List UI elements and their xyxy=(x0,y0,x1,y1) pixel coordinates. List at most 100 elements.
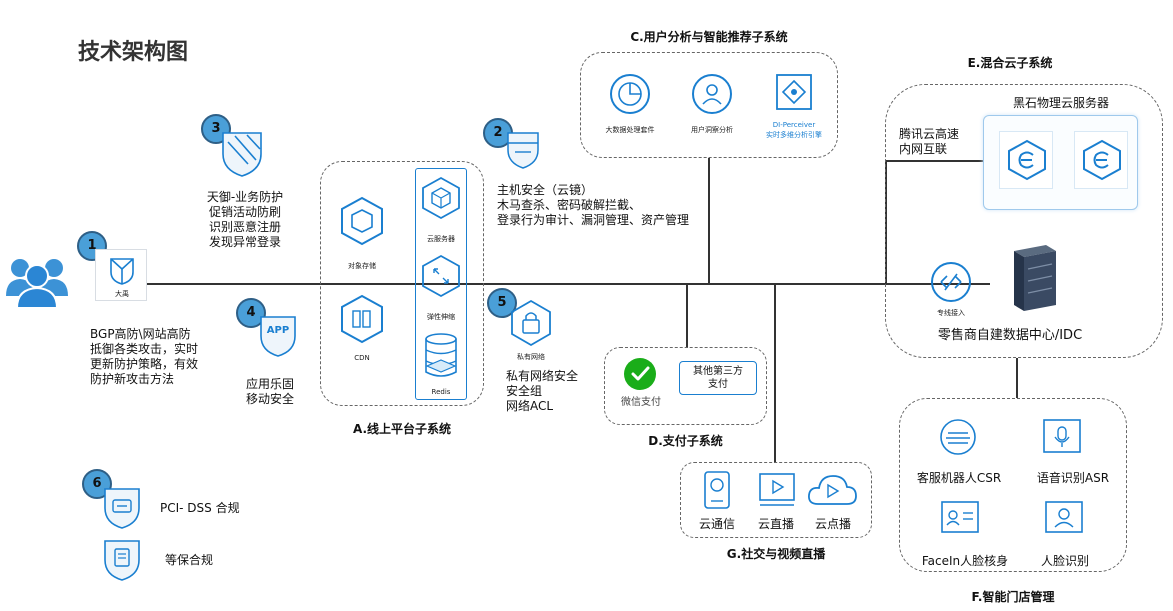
tianyu-desc-line: 识别恶意注册 xyxy=(208,220,281,234)
direct-connect-tile: 专线接入 xyxy=(926,258,976,318)
live-label: 云直播 xyxy=(757,517,794,531)
user-insight-tile: 用户洞察分析 xyxy=(684,68,740,140)
link-blackstone-line xyxy=(885,160,985,162)
tianyu-desc-line: 发现异常登录 xyxy=(208,235,281,249)
scaling-icon xyxy=(422,254,460,298)
dayu-desc-line: 抵御各类攻击，实时 xyxy=(90,342,199,356)
object-storage-label: 对象存储 xyxy=(348,262,376,270)
perceiver-tile: DI-Perceiver 实时多维分析引擎 xyxy=(764,68,824,148)
tencent-link-desc: 腾讯云高速 内网互联 xyxy=(899,127,959,157)
scaling-tile: 弹性伸缩 xyxy=(419,252,463,326)
database-icon xyxy=(425,333,457,377)
tianyu-shield-icon xyxy=(222,132,262,177)
blackstone-server-tile-2 xyxy=(1074,131,1128,189)
asr-label: 语音识别ASR xyxy=(1036,471,1110,485)
dengbao-label: 等保合规 xyxy=(165,553,214,567)
third-party-pay-line: 支付 xyxy=(708,379,728,390)
analytics-caption: C.用户分析与智能推荐子系统 xyxy=(630,30,788,44)
main-bus-line xyxy=(140,283,990,285)
link-payment-line xyxy=(686,283,688,348)
asr-mic-icon xyxy=(1043,419,1081,453)
private-network-line: 私有网络安全 xyxy=(506,369,579,383)
private-network-line: 安全组 xyxy=(506,384,543,398)
scaling-label: 弹性伸缩 xyxy=(427,313,455,321)
wechat-pay-icon xyxy=(624,358,656,390)
host-security-line: 登录行为审计、漏洞管理、资产管理 xyxy=(497,213,690,227)
cvm-label: 云服务器 xyxy=(427,235,455,243)
tianyu-desc-line: 促销活动防刷 xyxy=(208,205,281,219)
social-caption: G.社交与视频直播 xyxy=(726,547,826,561)
object-storage-tile: 对象存储 xyxy=(331,190,393,276)
cube-icon xyxy=(341,196,383,246)
perceiver-icon xyxy=(776,74,812,110)
dayu-desc-line: BGP高防\网站高防 xyxy=(90,327,191,341)
third-party-pay-box: 其他第三方 支付 xyxy=(679,361,757,395)
dayu-label: 大禹 xyxy=(115,290,129,298)
idc-server-rack-icon xyxy=(1014,245,1056,311)
app-shield-icon: APP xyxy=(258,314,298,358)
idc-label: 零售商自建数据中心/IDC xyxy=(937,328,1083,343)
redis-tile: Redis xyxy=(419,330,463,400)
hybrid-caption: E.混合云子系统 xyxy=(967,56,1053,70)
redis-label: Redis xyxy=(431,388,451,396)
platform-subsystem-box xyxy=(320,161,484,406)
link-social-line xyxy=(774,283,776,463)
im-icon xyxy=(704,471,730,509)
cdn-icon xyxy=(341,294,383,344)
link-store-line xyxy=(1016,358,1018,398)
csr-label: 客服机器人CSR xyxy=(916,471,1002,485)
vod-label: 云点播 xyxy=(814,517,851,531)
app-desc: 应用乐固 移动安全 xyxy=(246,377,294,407)
direct-connect-icon xyxy=(931,262,971,302)
store-caption: F.智能门店管理 xyxy=(971,590,1055,604)
blackstone-label: 黑石物理云服务器 xyxy=(1012,96,1109,110)
user-insight-icon xyxy=(692,74,732,114)
hybrid-subsystem-box xyxy=(885,84,1163,358)
private-network-line: 网络ACL xyxy=(506,399,554,413)
perceiver-label: DI-Perceiver xyxy=(772,121,816,129)
app-desc-line: 移动安全 xyxy=(246,392,295,406)
app-desc-line: 应用乐固 xyxy=(246,377,295,391)
social-subsystem-box xyxy=(680,462,872,538)
pci-shield-icon xyxy=(104,488,140,529)
private-network-desc: 私有网络安全 安全组 网络ACL xyxy=(506,369,578,414)
private-network-label: 私有网络 xyxy=(517,353,545,361)
dayu-desc-line: 防护新攻击方法 xyxy=(90,372,175,386)
facein-label: FaceIn人脸核身 xyxy=(921,554,1009,568)
pci-label: PCI- DSS 合规 xyxy=(160,501,240,515)
im-label: 云通信 xyxy=(698,517,735,531)
host-security-shield-icon xyxy=(507,132,539,169)
csr-robot-icon xyxy=(940,419,976,455)
host-security-desc: 主机安全（云镜） 木马查杀、密码破解拦截、 登录行为审计、漏洞管理、资产管理 xyxy=(497,183,689,228)
live-icon xyxy=(759,473,795,506)
blackstone-server-icon xyxy=(1083,139,1121,181)
server-cube-icon xyxy=(422,176,460,220)
cdn-label: CDN xyxy=(354,354,370,362)
bigdata-icon xyxy=(610,74,650,114)
direct-connect-label: 专线接入 xyxy=(937,309,965,317)
private-network-tile: 私有网络 xyxy=(503,295,559,363)
tianyu-desc: 天御-业务防护 促销活动防刷 识别恶意注册 发现异常登录 xyxy=(185,190,305,250)
host-security-line: 木马查杀、密码破解拦截、 xyxy=(497,198,642,212)
user-insight-label: 用户洞察分析 xyxy=(691,126,733,134)
dayu-desc: BGP高防\网站高防 抵御各类攻击，实时 更新防护策略，有效 防护新攻击方法 xyxy=(90,327,198,387)
app-icon-text: APP xyxy=(266,325,290,336)
store-subsystem-box xyxy=(899,398,1127,572)
payment-subsystem-box xyxy=(604,347,767,425)
tencent-link-line: 腾讯云高速 xyxy=(899,127,960,141)
blackstone-server-tile-1 xyxy=(999,131,1053,189)
users-icon xyxy=(6,259,68,309)
link-analytics-line xyxy=(708,158,710,284)
dayu-tile: 大禹 xyxy=(95,249,147,301)
third-party-pay-line: 其他第三方 xyxy=(693,366,743,377)
bigdata-tile: 大数据处理套件 xyxy=(602,68,658,140)
perceiver-sub-label: 实时多维分析引擎 xyxy=(766,131,822,139)
blackstone-server-icon xyxy=(1008,139,1046,181)
payment-caption: D.支付子系统 xyxy=(648,434,723,448)
face-recognition-label: 人脸识别 xyxy=(1040,554,1089,568)
dayu-shield-icon xyxy=(110,258,134,285)
facein-id-card-icon xyxy=(941,501,979,533)
dengbao-shield-icon xyxy=(104,540,140,581)
compute-column xyxy=(415,168,467,400)
page-title: 技术架构图 xyxy=(78,40,189,65)
